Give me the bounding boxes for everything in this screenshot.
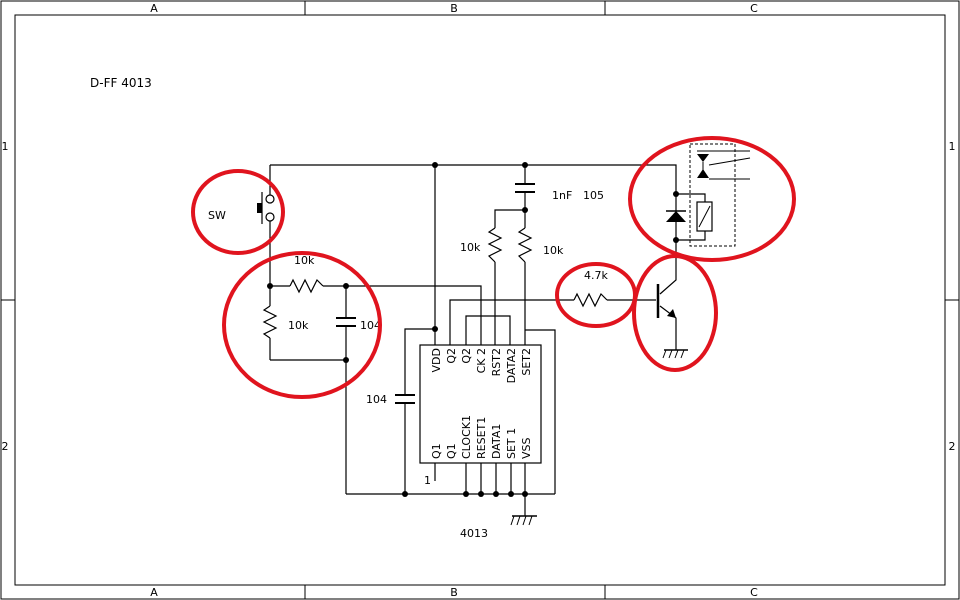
zone-row-2-left: 2 <box>2 440 9 453</box>
resistor-base-4k7 <box>573 292 656 308</box>
c-debounce-value: 104 <box>360 319 381 332</box>
q2-output-wire <box>449 299 574 345</box>
ic-pin-label: DATA1 <box>490 424 503 459</box>
highlight-ring-debounce <box>222 251 382 399</box>
junction-dot <box>478 491 484 497</box>
resistor-series-10k <box>270 278 346 294</box>
r-pulldown-value: 10k <box>288 319 309 332</box>
feedback-wire <box>465 315 511 345</box>
r-series-value: 10k <box>294 254 315 267</box>
relay <box>676 143 751 247</box>
ic-pin-label: Q2 <box>445 348 458 364</box>
resistor-pulldown-10k <box>262 286 278 360</box>
ground-symbol-transistor <box>662 349 688 359</box>
zone-row-1-left: 1 <box>2 140 9 153</box>
r-left-pullup-value: 10k <box>460 241 481 254</box>
zone-row-2-right: 2 <box>949 440 956 453</box>
c-supply-value: 104 <box>366 393 387 406</box>
r-base-value: 4.7k <box>584 269 608 282</box>
zone-col-a-bottom: A <box>150 586 158 599</box>
highlight-ring-relay <box>628 136 796 262</box>
junction-dot <box>493 491 499 497</box>
ic-pin-label: Q2 <box>460 348 473 364</box>
ic-pin-label: VDD <box>430 348 443 372</box>
ic-pin-label: DATA2 <box>505 348 518 383</box>
pullup-branch-wire <box>494 209 525 228</box>
ic-pin-label: RST2 <box>490 348 503 376</box>
ic-pin-label: Q1 <box>445 443 458 459</box>
highlight-ring-switch <box>191 169 285 255</box>
ic-pin-label: RESET1 <box>475 417 488 459</box>
ic-pin-label: Q1 <box>430 443 443 459</box>
ic-pin-label: CK 2 <box>475 348 488 373</box>
set2-to-ground-wire <box>525 329 556 494</box>
ic-part-label: 4013 <box>460 527 488 540</box>
zone-col-a-top: A <box>150 2 158 15</box>
sheet-title: D-FF 4013 <box>90 76 152 90</box>
ic-pin-label: SET 1 <box>505 428 518 459</box>
capacitor-1nf <box>515 165 535 210</box>
junction-dot <box>463 491 469 497</box>
zone-col-c-bottom: C <box>750 586 758 599</box>
junction-dot <box>508 491 514 497</box>
npn-transistor <box>656 248 677 350</box>
ic-pin-label: VSS <box>520 437 533 459</box>
flyback-diode <box>666 210 686 222</box>
junction-dot <box>402 491 408 497</box>
zone-col-b-top: B <box>450 2 458 15</box>
resistor-pullup-right-10k <box>517 210 533 345</box>
zone-col-b-bottom: B <box>450 586 458 599</box>
r-right-pullup-value: 10k <box>543 244 564 257</box>
zone-row-1-right: 1 <box>949 140 956 153</box>
supply-rail-top <box>270 164 677 248</box>
c-top-code: 105 <box>583 189 604 202</box>
ground-symbol-ic <box>510 494 537 526</box>
c-top-value: 1nF <box>552 189 572 202</box>
ic-pin-label: CLOCK1 <box>460 415 473 459</box>
pin1-label: 1 <box>424 474 431 487</box>
resistor-pullup-left-10k <box>487 227 503 345</box>
highlight-ring-transistor <box>632 254 718 372</box>
capacitor-supply-104 <box>395 328 435 494</box>
push-switch <box>257 165 275 286</box>
clock-wire <box>346 285 482 345</box>
switch-label: SW <box>208 209 226 222</box>
ic-pin-label: SET2 <box>520 348 533 376</box>
zone-col-c-top: C <box>750 2 758 15</box>
capacitor-debounce-104 <box>336 286 356 494</box>
